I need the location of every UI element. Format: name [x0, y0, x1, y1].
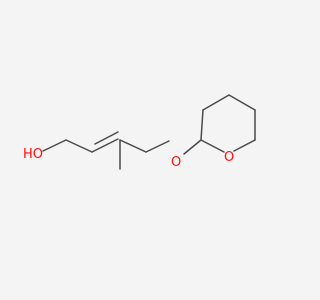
bond-layer: [42, 94, 256, 170]
atom-label-ether-oxygen: O: [171, 155, 181, 170]
bond-o3-c6: [233, 139, 256, 152]
atom-label-ring-oxygen: O: [224, 150, 234, 165]
bond-c9-c5: [200, 109, 204, 141]
bond-c3-c4: [119, 139, 147, 153]
bond-o1-c1: [42, 139, 67, 152]
bond-c2-c3: [91, 138, 119, 153]
bond-c8-c9: [202, 94, 230, 111]
bond-c1-c2: [65, 139, 93, 153]
bond-c5-o3: [200, 139, 225, 153]
bond-c7-c8: [228, 94, 256, 111]
bond-c4-o2: [145, 140, 170, 153]
atom-label-layer: HO O O: [23, 147, 234, 170]
atom-label-hydroxyl: HO: [23, 147, 43, 162]
bond-o2-c5: [183, 139, 202, 155]
bond-c2-c3-double: [94, 131, 119, 145]
molecule-structure: HO O O: [23, 94, 256, 170]
